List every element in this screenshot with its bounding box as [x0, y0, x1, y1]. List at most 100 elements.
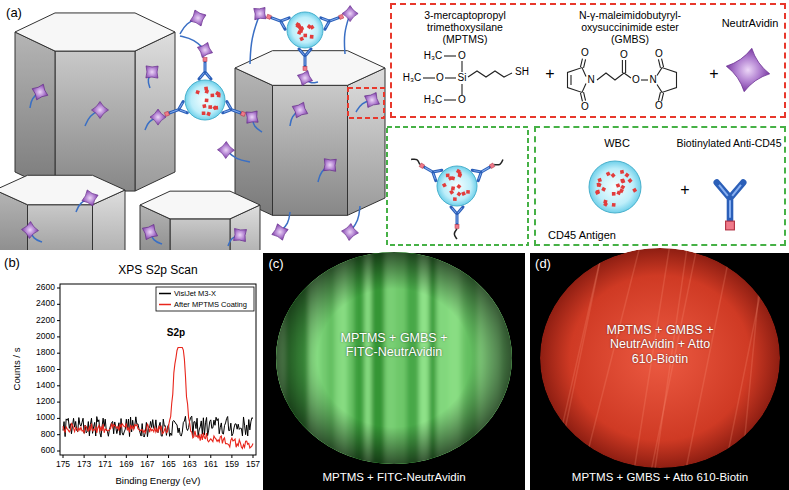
white-blood-cell [453, 197, 457, 201]
antibody-symbol [472, 160, 497, 181]
atom-label: H₃C [424, 50, 443, 62]
white-blood-cell [616, 191, 621, 196]
neutravidin-symbol [195, 40, 216, 61]
antibody-symbol [270, 13, 288, 28]
axis-tick-label: 1600 [36, 365, 55, 375]
white-blood-cell [185, 80, 225, 120]
axis-tick-label: 175 [56, 460, 70, 470]
white-blood-cell [624, 173, 629, 178]
white-blood-cell [206, 112, 211, 117]
antibody-symbol [269, 12, 289, 29]
atom-label: H₃C [403, 72, 422, 84]
white-blood-cell [446, 174, 450, 178]
antibody-symbol [417, 160, 442, 181]
fitc-micrograph [270, 248, 520, 473]
tick-mark [231, 455, 232, 458]
neutravidin-symbol [360, 88, 383, 111]
white-blood-cell [621, 179, 626, 184]
white-blood-cell [597, 183, 602, 188]
antibody-symbol [451, 207, 463, 229]
white-blood-cell [205, 98, 209, 102]
white-blood-cell [616, 183, 621, 188]
neutravidin-symbol [249, 2, 272, 25]
axis-tick-label: 163 [183, 460, 197, 470]
legend-box [156, 287, 254, 311]
neutravidin-symbol [79, 187, 101, 209]
axis-tick-label: 1800 [36, 348, 55, 358]
antibody-symbol [223, 102, 243, 119]
white-blood-cell [303, 34, 307, 38]
atom-label: O [458, 50, 466, 62]
axis-tick-label: 600 [41, 446, 55, 456]
neutravidin-symbol [723, 45, 774, 96]
hexagonal-prism [348, 68, 386, 215]
white-blood-cell [299, 26, 304, 31]
treatment-label: MPTMS + GMBS + FITC-NeutrAvidin [332, 331, 457, 360]
chemical-structure [597, 73, 631, 80]
chemical-structure [625, 60, 626, 73]
linker-tether [454, 229, 457, 239]
antibody-symbol [167, 102, 187, 119]
antibody-symbol [265, 11, 289, 30]
hexagonal-prism [0, 175, 125, 204]
tick-mark [57, 304, 60, 305]
tick-mark [57, 369, 60, 370]
axis-tick-label: 2600 [36, 283, 55, 293]
neutravidin-symbol [228, 223, 252, 247]
fitc-micrograph [263, 245, 527, 490]
chemical-structure [584, 59, 586, 68]
protein-name: NeutrAvidin [722, 17, 779, 30]
neutravidin-symbol [318, 153, 342, 177]
atom-label: N [649, 74, 656, 86]
atto-micrograph [742, 245, 764, 470]
wbc-and-antibody [589, 161, 743, 230]
chemical-structure [622, 60, 623, 73]
axis-tick-label: 800 [41, 430, 55, 440]
chart-title: XPS S2p Scan [118, 264, 197, 278]
highlight-box [348, 88, 384, 118]
hexagonal-prism [140, 191, 260, 250]
legend-sample [159, 304, 171, 306]
tick-mark [126, 455, 127, 458]
chemical-structure [580, 59, 582, 68]
white-blood-cell [202, 104, 206, 108]
cell-label: WBC [604, 137, 630, 150]
atto-micrograph [583, 245, 640, 470]
antibody-symbol [200, 63, 210, 78]
white-blood-cell [442, 183, 447, 188]
chemical-structure [641, 79, 648, 80]
atom-label: O [655, 100, 663, 112]
antibody-symbol [199, 62, 211, 79]
highlight-box [387, 127, 528, 245]
chemical-structure [584, 92, 586, 101]
tick-mark [57, 402, 60, 403]
chemical-structure [468, 71, 512, 77]
tick-mark [57, 336, 60, 337]
antibody-symbol [300, 50, 310, 65]
axis-tick-label: 169 [119, 460, 133, 470]
hexagonal-prism [15, 32, 55, 191]
white-blood-cell [466, 190, 470, 194]
hexagonal-prism [273, 85, 348, 215]
xps-chart [57, 284, 256, 458]
surface-illustration [0, 2, 385, 250]
hexagonal-prism [15, 13, 175, 51]
axis-tick-label: 165 [161, 460, 175, 470]
white-blood-cell [596, 190, 600, 194]
neutravidin-symbol [295, 68, 316, 89]
axis-title: Binding Energy (eV) [115, 476, 200, 487]
chemical-structure [568, 68, 587, 93]
white-blood-cell [612, 192, 616, 196]
atom-label: O [620, 49, 628, 61]
white-blood-cell [601, 187, 606, 192]
white-blood-cell [202, 111, 206, 115]
antibody-symbol [474, 163, 492, 179]
tick-mark [168, 455, 169, 458]
white-blood-cell [287, 12, 323, 48]
neutravidin-symbol [139, 221, 162, 244]
antibody-symbol [455, 225, 459, 229]
neutravidin-symbol [217, 141, 235, 159]
axis-tick-label: 161 [204, 460, 218, 470]
